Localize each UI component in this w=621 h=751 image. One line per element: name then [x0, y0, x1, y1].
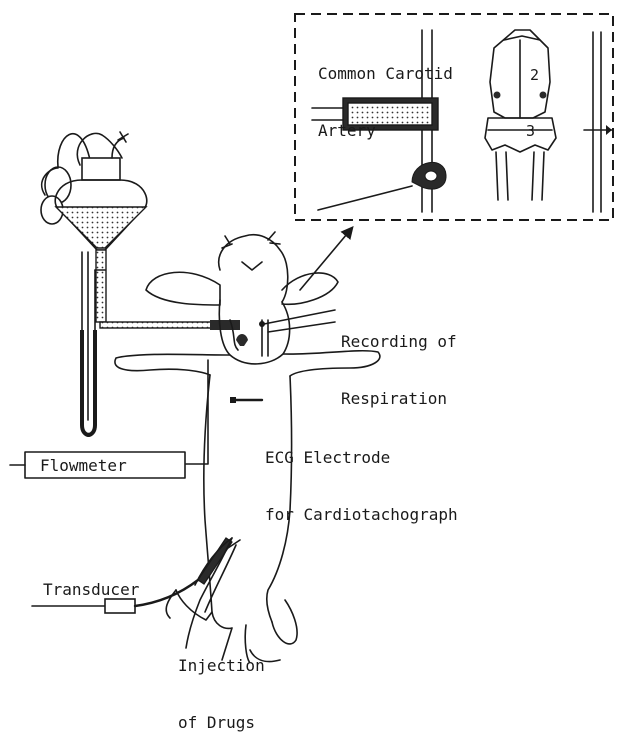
recording-label-line1: Recording of — [341, 332, 457, 351]
experimental-setup-diagram: Common Carotid Artery 2 3 Recording of R… — [0, 0, 621, 663]
inset-title: Common Carotid Artery — [318, 26, 453, 159]
inset-pointer-arrow — [300, 228, 352, 290]
ecg-label-line1: ECG Electrode — [265, 448, 458, 467]
ecg-electrode — [230, 397, 262, 403]
fluid-reservoir — [41, 132, 147, 322]
respiration-recording-lines — [259, 310, 335, 332]
flowmeter-label: Flowmeter — [40, 456, 127, 475]
injection-label-line1: Injection — [178, 656, 265, 675]
inset-marker-3: 3 — [526, 122, 535, 141]
inset-ligated-vessel — [584, 32, 612, 212]
diagram-drawing — [0, 0, 621, 663]
ecg-label-line2: for Cardiotachograph — [265, 505, 458, 524]
injection-label: Injection of Drugs — [178, 618, 265, 751]
transducer-label: Transducer — [43, 580, 139, 599]
inset-title-line1: Common Carotid — [318, 64, 453, 83]
injection-label-line2: of Drugs — [178, 713, 265, 732]
ecg-label: ECG Electrode for Cardiotachograph — [265, 410, 458, 543]
inset-title-line2: Artery — [318, 121, 453, 140]
inset-marker-2: 2 — [530, 66, 539, 85]
inset-larynx — [485, 30, 556, 200]
recording-label: Recording of Respiration — [341, 294, 457, 427]
recording-label-line2: Respiration — [341, 389, 457, 408]
